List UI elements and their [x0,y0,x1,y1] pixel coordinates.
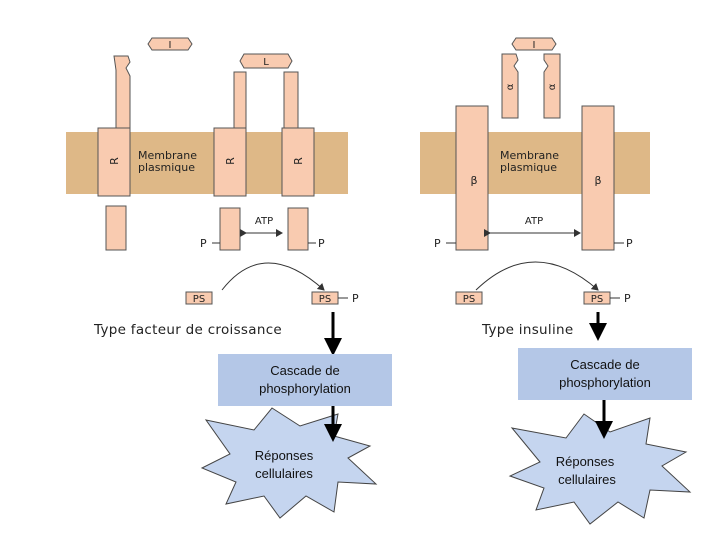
left-cascade-label-2: phosphorylation [259,381,351,396]
left-receptor-3-tm [281,127,315,197]
left-p-right: P [318,237,325,250]
right-atp-label: ATP [525,216,543,227]
right-p-right: P [626,237,633,250]
left-receptor-2-top [233,71,247,131]
right-response-burst [508,413,692,525]
left-receptor-3-label: R [292,157,305,165]
right-alpha-2 [543,53,561,119]
left-receptor-1-top [113,55,131,131]
left-cascade-box [218,354,392,406]
right-ps-1 [455,291,483,305]
right-beta-1-label: β [470,174,477,187]
right-phospho-arrow [475,261,599,291]
left-response-label-1: Réponses [255,448,314,463]
right-ps-2-label: PS [591,294,603,305]
right-alpha-1 [501,53,519,119]
right-beta-2 [581,105,615,251]
left-ps-1-label: PS [193,294,205,305]
right-membrane-label-1: Membrane [500,149,559,162]
left-p-left: P [200,237,207,250]
left-atp-label: ATP [255,216,273,227]
right-response-label-2: cellulaires [558,472,616,487]
right-cascade-box [518,348,692,400]
left-receptor-2-tm [213,127,247,197]
right-beta-2-label: β [594,174,601,187]
right-alpha-1-label: α [505,83,516,90]
left-receptor-2-label: R [224,157,237,165]
left-panel: I L R Membrane plasmique R R ATP P P [66,37,392,519]
left-membrane-label-1: Membrane [138,149,197,162]
right-cascade-label-1: Cascade de [570,357,639,372]
left-response-burst [200,407,378,519]
left-cascade-label-1: Cascade de [270,363,339,378]
left-receptor-1-tm [97,127,131,197]
right-ps-p: P [624,292,631,305]
right-ps-1-label: PS [463,294,475,305]
right-type-label: Type insuline [481,322,573,338]
left-ligand-i-label: I [169,40,172,51]
left-response-label-2: cellulaires [255,466,313,481]
left-receptor-1-kinase [105,205,127,251]
right-beta-1 [455,105,489,251]
left-type-label: Type facteur de croissance [93,322,282,338]
left-receptor-2-kinase [219,207,241,251]
left-ps-1 [185,291,213,305]
left-membrane-label-2: plasmique [138,161,195,174]
left-ps-2-label: PS [319,294,331,305]
right-ligand-i [511,37,557,51]
left-phospho-arrow [221,262,325,291]
left-ligand-l-label: L [263,57,269,68]
left-receptor-1-label: R [108,157,121,165]
right-p-left: P [434,237,441,250]
right-panel: I α α β β Membrane plasmique ATP P P PS … [420,37,692,525]
left-ps-p: P [352,292,359,305]
left-ligand-l [239,53,293,69]
right-ligand-i-label: I [533,40,536,51]
right-membrane-label-2: plasmique [500,161,557,174]
right-response-label-1: Réponses [556,454,615,469]
left-ligand-i [147,37,193,51]
right-alpha-2-label: α [547,83,558,90]
left-receptor-3-top [283,71,299,131]
right-cascade-label-2: phosphorylation [559,375,651,390]
left-receptor-3-kinase [287,207,309,251]
